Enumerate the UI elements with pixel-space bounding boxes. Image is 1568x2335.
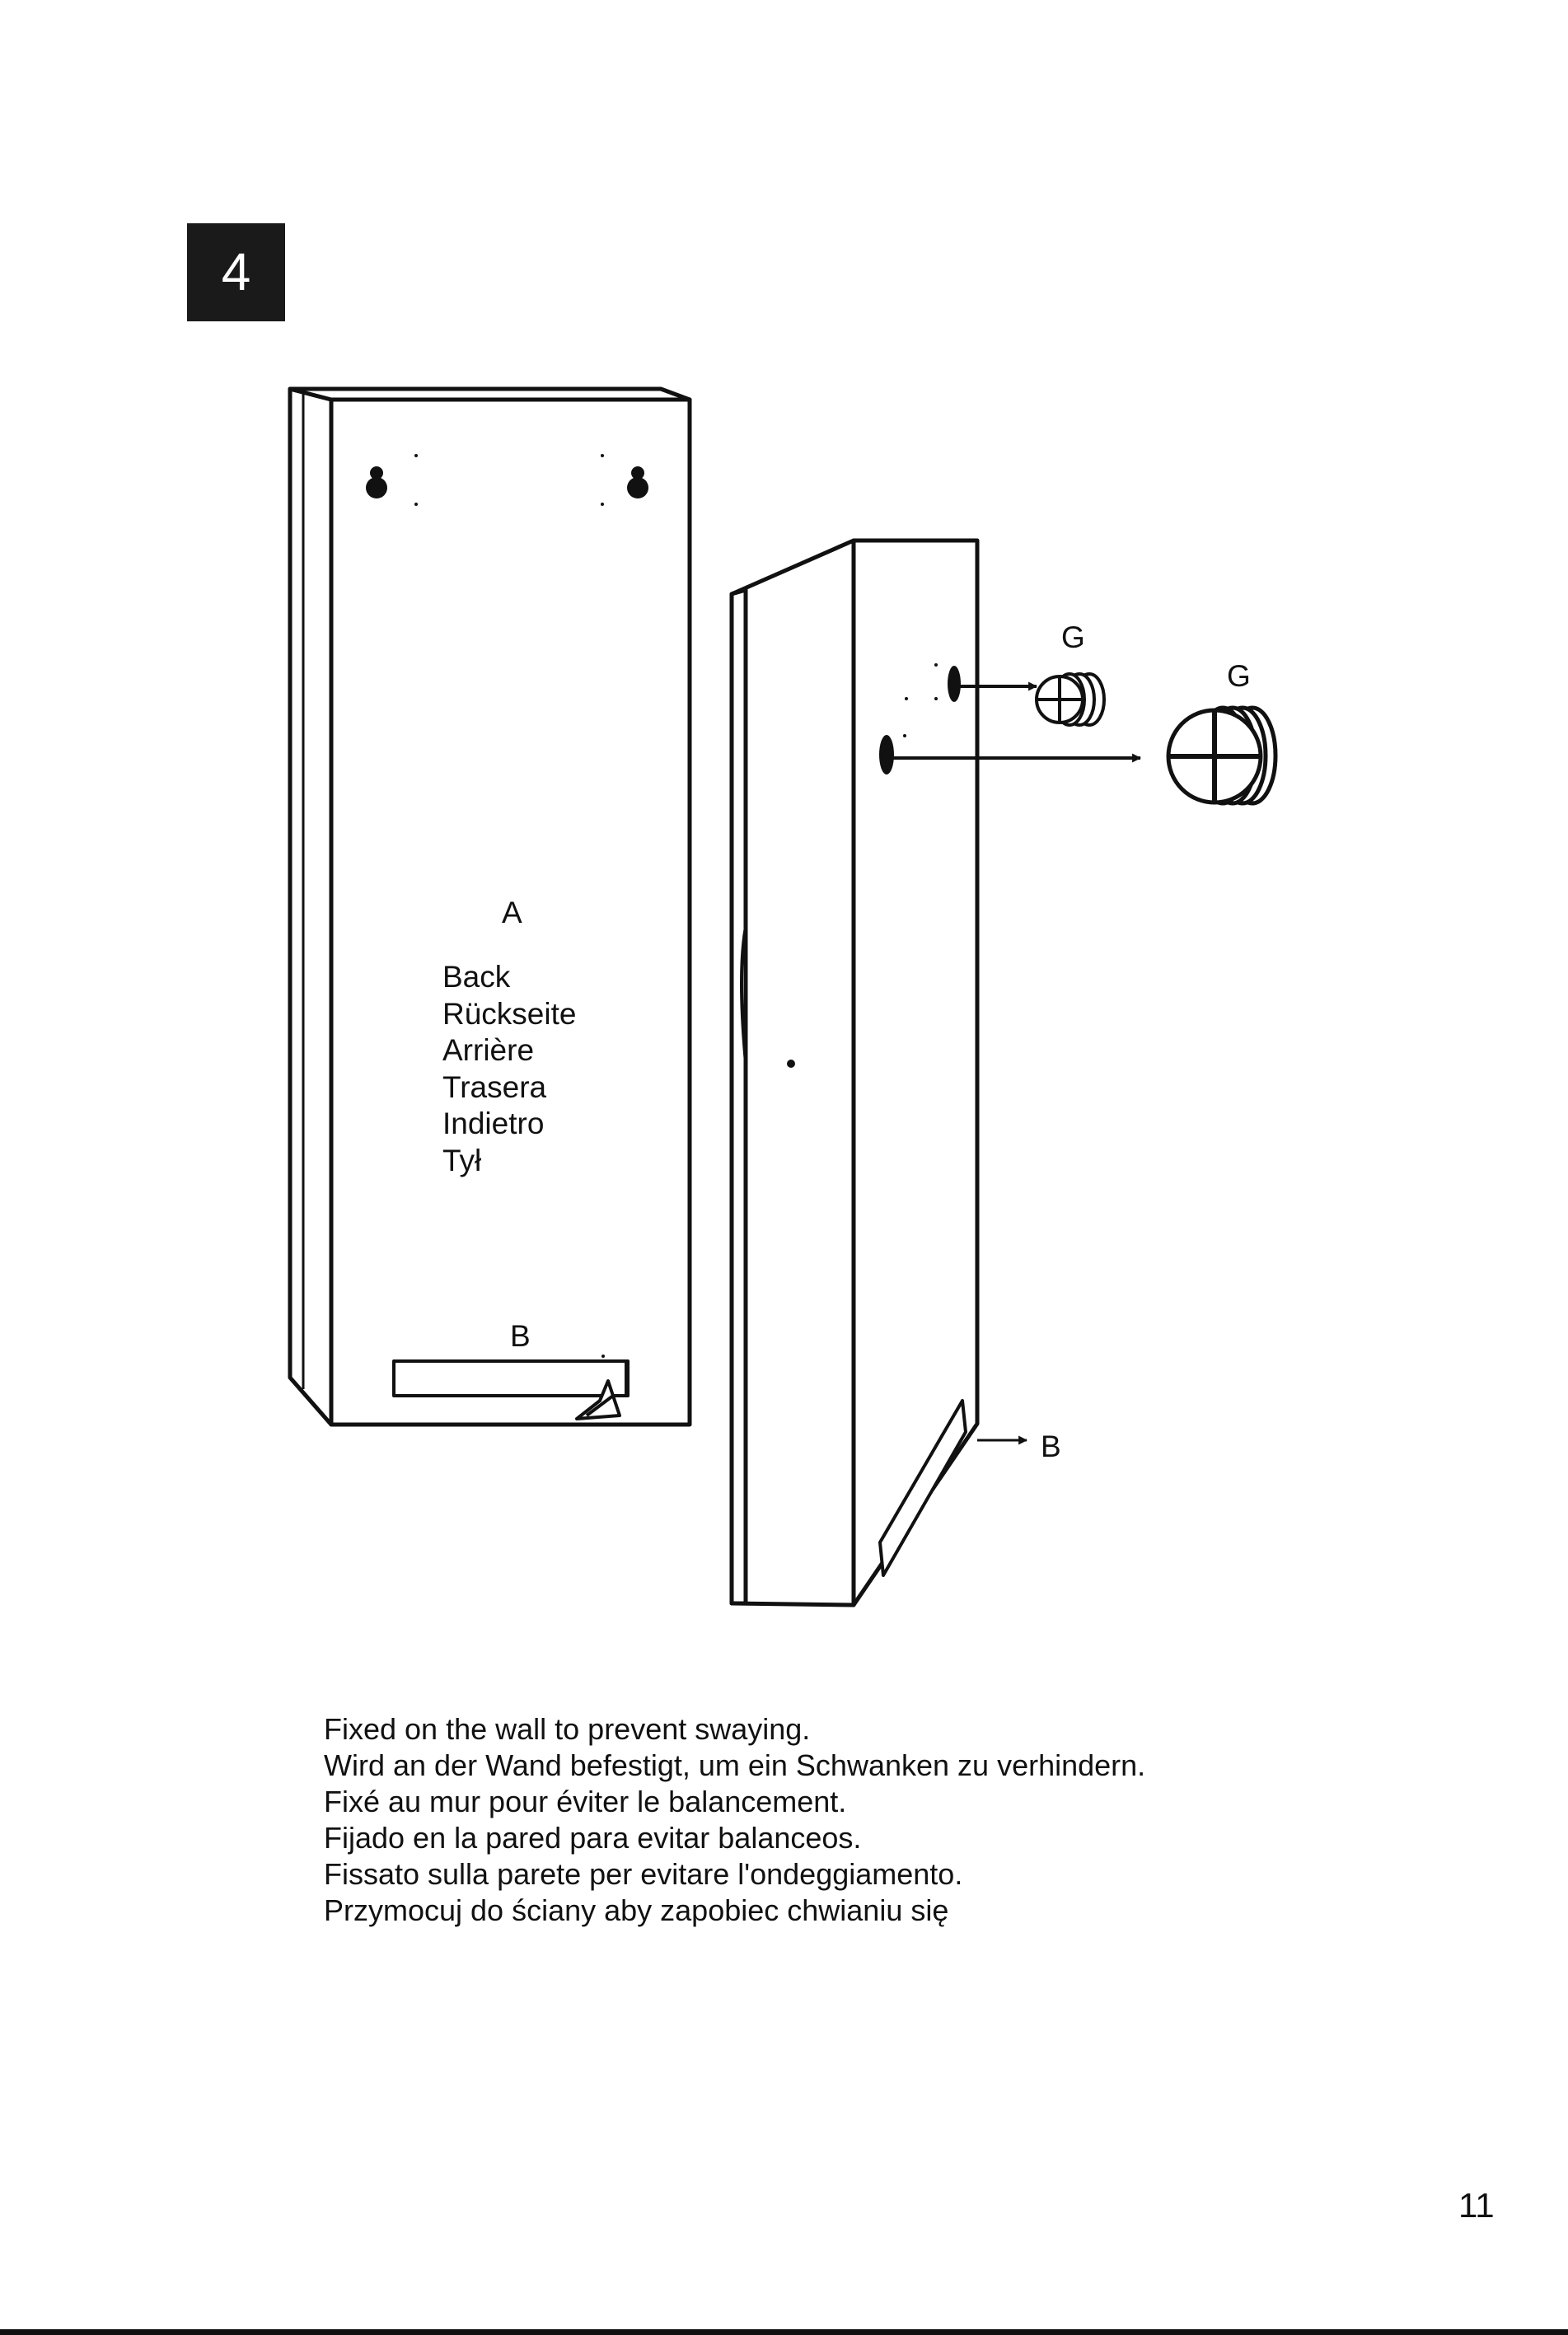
instruction-text: Fixed on the wall to prevent swaying. Wi… <box>324 1711 1145 1929</box>
cam-fitting-small <box>1035 672 1106 727</box>
page-number: 11 <box>1458 2186 1495 2225</box>
back-name-it: Indietro <box>442 1107 545 1140</box>
bracket-b-back-view <box>392 1355 630 1420</box>
cam-fitting-large <box>1166 705 1278 806</box>
back-name-pl: Tył <box>442 1143 482 1177</box>
fitting-g-label-large: G <box>1227 659 1251 693</box>
back-name-en: Back <box>442 960 511 994</box>
side-hangers <box>879 663 961 774</box>
instruction-de: Wird an der Wand befestigt, um ein Schwa… <box>324 1748 1146 1782</box>
part-b-label-side: B <box>1041 1430 1061 1463</box>
fitting-arrows <box>892 681 1142 1445</box>
instruction-fr: Fixé au mur pour éviter le balancement. <box>324 1785 847 1818</box>
instruction-es: Fijado en la pared para evitar balanceos… <box>324 1821 862 1855</box>
fitting-g-label-small: G <box>1061 620 1085 654</box>
part-b-label-back: B <box>510 1319 531 1353</box>
keyhole-hanger-right <box>601 454 648 506</box>
bracket-b-side-view <box>878 1399 967 1577</box>
keyhole-hanger-left <box>366 454 418 506</box>
instruction-pl: Przymocuj do ściany aby zapobiec chwiani… <box>324 1893 949 1927</box>
part-a-label: A <box>502 896 522 929</box>
bottom-rule <box>0 2329 1568 2335</box>
cabinet-side-view <box>729 538 980 1607</box>
cabinet-back-view <box>288 386 692 1427</box>
step-number-badge: 4 <box>187 223 285 321</box>
back-name-es: Trasera <box>442 1069 547 1104</box>
back-name-de: Rückseite <box>442 996 577 1031</box>
back-name-fr: Arrière <box>442 1033 535 1067</box>
instruction-en: Fixed on the wall to prevent swaying. <box>324 1712 811 1746</box>
back-side-names: Back Rückseite Arrière Trasera Indietro … <box>442 959 576 1179</box>
instruction-it: Fissato sulla parete per evitare l'ondeg… <box>324 1857 963 1891</box>
